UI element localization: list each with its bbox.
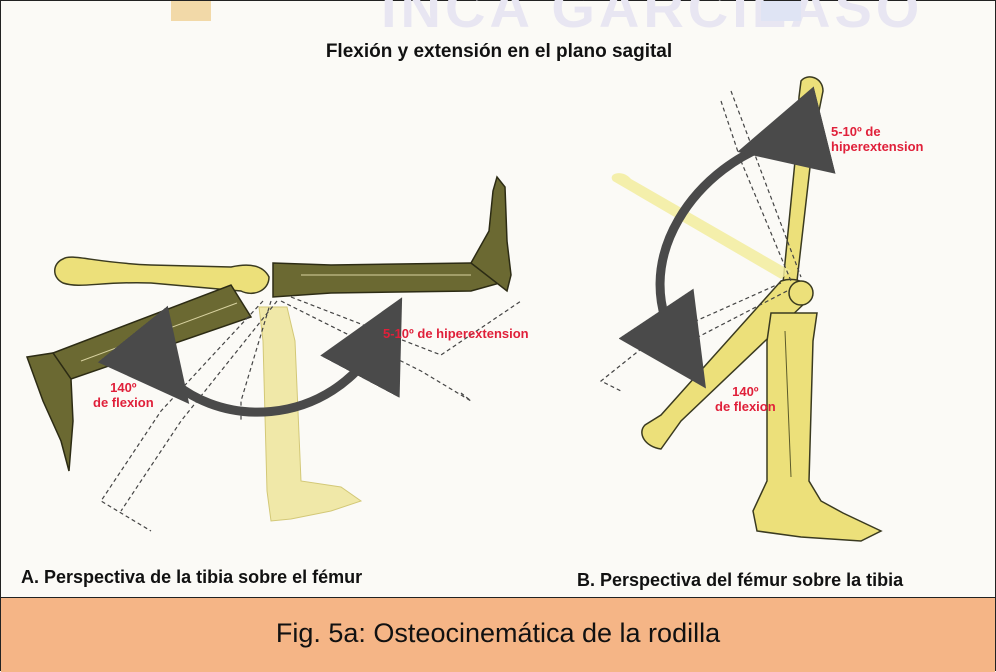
flexion-label-b: 140º de flexion: [715, 385, 776, 415]
knee-diagram-svg: [1, 1, 996, 601]
flexion-text-a: de flexion: [93, 395, 154, 410]
flexion-degrees-b: 140º: [732, 384, 758, 399]
flexion-label-a: 140º de flexion: [93, 381, 154, 411]
caption-b: B. Perspectiva del fémur sobre la tibia: [577, 570, 903, 591]
hyperextension-label-a: 5-10º de hiperextension: [383, 327, 529, 342]
hyperextension-text-b: hiperextension: [831, 139, 923, 154]
caption-a: A. Perspectiva de la tibia sobre el fému…: [21, 567, 362, 588]
flexion-text-b: de flexion: [715, 399, 776, 414]
femur-a: [55, 257, 269, 293]
tibia-extended-a: [273, 177, 511, 297]
tibia-flexed-a: [27, 285, 251, 471]
femur-upright-b: [783, 77, 823, 283]
figure-caption-bar: Fig. 5a: Osteocinemática de la rodilla: [1, 597, 995, 672]
flexion-degrees-a: 140º: [110, 380, 136, 395]
figure-caption: Fig. 5a: Osteocinemática de la rodilla: [1, 618, 995, 649]
hyperextension-label-b: 5-10º de hiperextension: [831, 125, 923, 155]
hyperextension-degrees-b: 5-10º de: [831, 124, 881, 139]
